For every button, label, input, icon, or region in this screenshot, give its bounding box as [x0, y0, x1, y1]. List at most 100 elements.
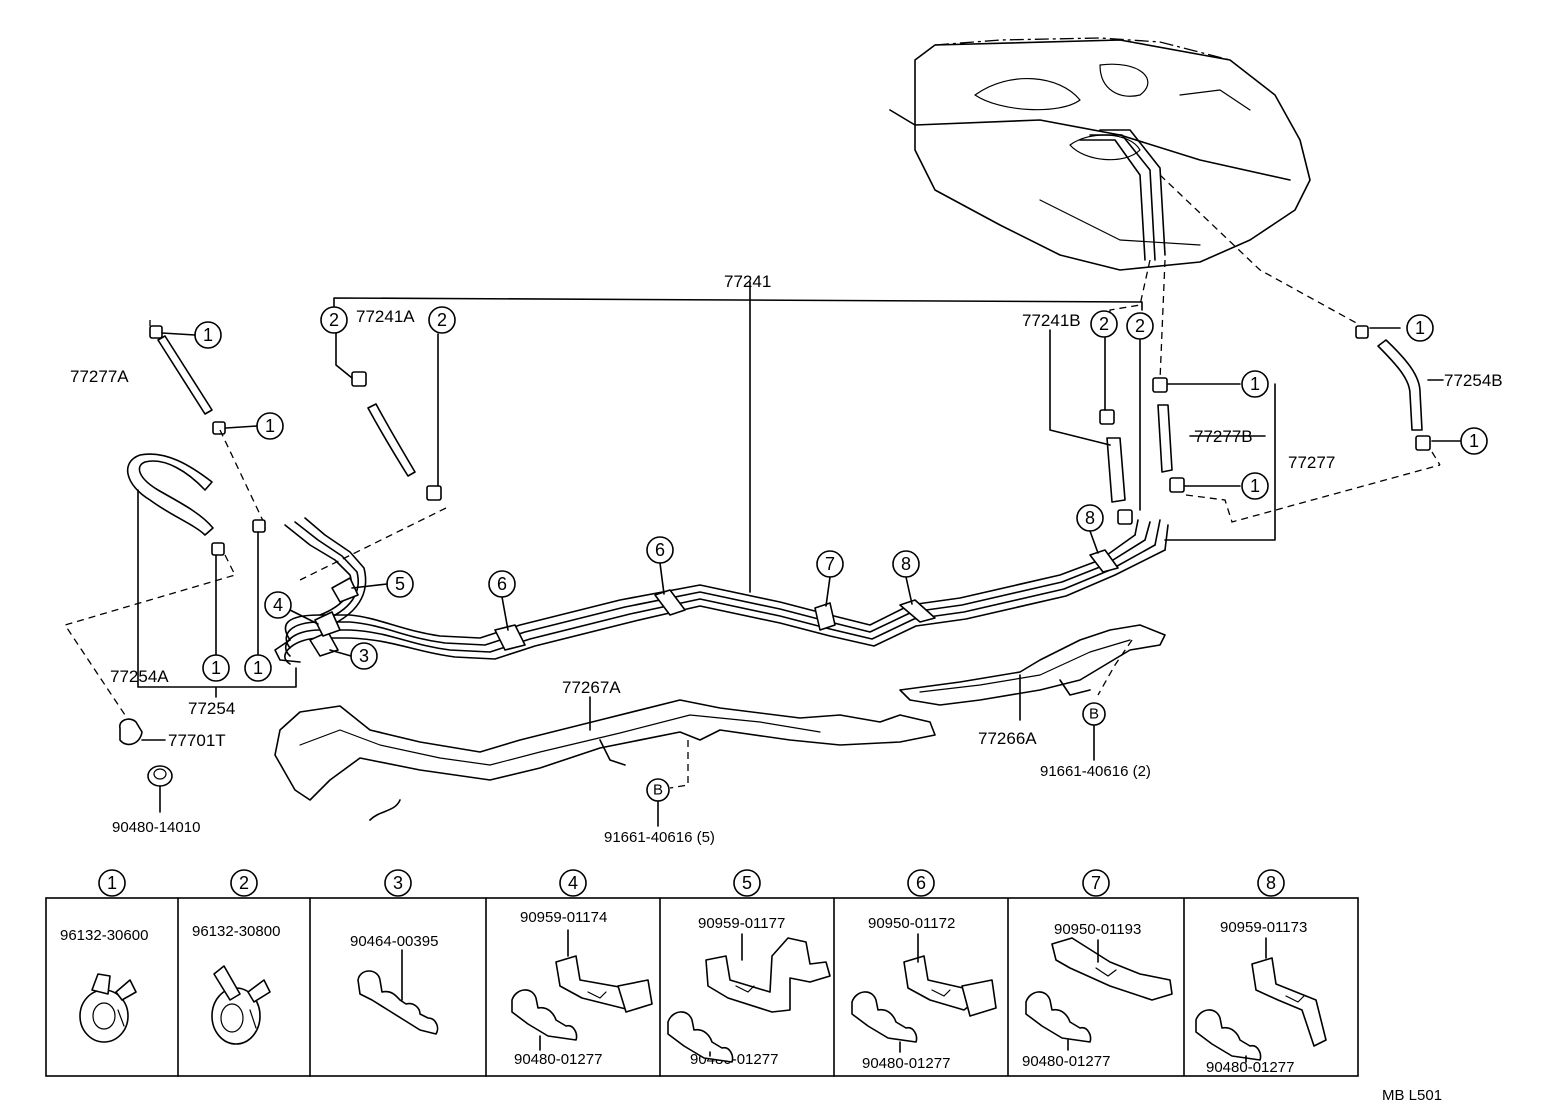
bracket-77267A — [274, 699, 936, 821]
connection-line — [1159, 259, 1166, 381]
svg-text:2: 2 — [1135, 316, 1145, 336]
tank-outlet-pipes — [1079, 129, 1166, 261]
drawing-code: MB L501 — [1382, 1087, 1442, 1104]
hose-77241A — [299, 331, 447, 581]
hose-77254B — [1355, 325, 1461, 466]
legend-part-7a: 90950-01193 — [1054, 921, 1141, 938]
svg-text:8: 8 — [1266, 873, 1276, 893]
legend-part-1: 96132-30600 — [60, 927, 148, 944]
label-77241A: 77241A — [356, 307, 415, 326]
svg-text:7: 7 — [1091, 873, 1101, 893]
leader-77241 — [333, 281, 1143, 593]
legend-part-7b: 90480-01277 — [1022, 1053, 1110, 1070]
callout-b-right: B — [1082, 702, 1106, 726]
callout-1: 1 — [161, 321, 222, 349]
clip-3-drawing — [357, 949, 439, 1035]
callout-8: 8 — [1076, 504, 1104, 554]
callout-6: 6 — [488, 570, 516, 631]
svg-text:1: 1 — [107, 873, 117, 893]
connection-line — [1097, 639, 1133, 696]
legend-num-6: 6 — [907, 869, 935, 897]
callout-7: 7 — [816, 550, 844, 607]
legend-part-4b: 90480-01277 — [514, 1051, 602, 1068]
bracket-77266A — [899, 624, 1166, 706]
clip-8-drawing — [1195, 937, 1327, 1063]
part-77701T — [119, 718, 166, 746]
part-90480-14010 — [147, 765, 173, 813]
label-77277: 77277 — [1288, 453, 1335, 472]
legend-part-3: 90464-00395 — [350, 933, 438, 950]
callout-1: 1 — [1406, 314, 1434, 342]
label-77254: 77254 — [188, 699, 235, 718]
legend-num-5: 5 — [733, 869, 761, 897]
svg-text:3: 3 — [359, 646, 369, 666]
callout-3: 3 — [329, 642, 378, 670]
callout-1: 1 — [1460, 427, 1488, 455]
svg-text:1: 1 — [1415, 318, 1425, 338]
svg-text:1: 1 — [203, 325, 213, 345]
legend-num-4: 4 — [559, 869, 587, 897]
label-bolt-right: 91661-40616 (2) — [1040, 763, 1151, 780]
label-77254B: 77254B — [1444, 371, 1503, 390]
callout-5: 5 — [351, 570, 414, 598]
svg-text:1: 1 — [1250, 476, 1260, 496]
label-77701T: 77701T — [168, 731, 226, 750]
clip-7-drawing — [1025, 937, 1173, 1051]
label-77254A: 77254A — [110, 667, 169, 686]
hose-77277B — [1152, 377, 1441, 541]
callout-1: 1 — [225, 412, 284, 440]
svg-text:2: 2 — [437, 310, 447, 330]
line-clamps — [309, 549, 1119, 657]
clip-6-drawing — [851, 933, 997, 1053]
svg-text:4: 4 — [273, 595, 283, 615]
callout-2: 2 — [1090, 310, 1118, 338]
legend-part-6a: 90950-01172 — [868, 915, 955, 932]
svg-text:1: 1 — [1469, 431, 1479, 451]
label-90480-14010: 90480-14010 — [112, 819, 200, 836]
hose-77254A — [63, 453, 297, 716]
callout-2: 2 — [428, 306, 456, 334]
clip-4-drawing — [511, 929, 653, 1051]
leader-77266A — [1019, 674, 1095, 761]
svg-text:7: 7 — [825, 554, 835, 574]
svg-text:1: 1 — [211, 658, 221, 678]
callout-1: 1 — [202, 654, 230, 682]
callout-1: 1 — [1241, 370, 1269, 398]
hose-77277A — [149, 320, 266, 526]
svg-text:2: 2 — [239, 873, 249, 893]
svg-text:1: 1 — [1250, 374, 1260, 394]
part-labels: 77241 77241A 77241B 77277A 77277B 77277 … — [70, 272, 1503, 1104]
label-77267A: 77267A — [562, 678, 621, 697]
callout-2: 2 — [320, 306, 348, 334]
svg-text:8: 8 — [901, 554, 911, 574]
svg-text:4: 4 — [568, 873, 578, 893]
legend-part-8a: 90959-01173 — [1220, 919, 1307, 936]
label-77241B: 77241B — [1022, 311, 1081, 330]
clip-1-drawing — [79, 973, 137, 1043]
connection-line — [669, 740, 689, 789]
svg-text:1: 1 — [265, 416, 275, 436]
svg-text:1: 1 — [253, 658, 263, 678]
hose-77241B — [1049, 329, 1141, 525]
legend-num-1: 1 — [98, 869, 126, 897]
legend-num-3: 3 — [384, 869, 412, 897]
callout-b-left: B — [646, 778, 670, 827]
callout-1: 1 — [1241, 472, 1269, 500]
svg-text:B: B — [653, 782, 663, 799]
svg-text:5: 5 — [395, 574, 405, 594]
label-77241: 77241 — [724, 272, 771, 291]
legend-part-2: 96132-30800 — [192, 923, 280, 940]
svg-text:B: B — [1089, 706, 1099, 723]
legend-part-5a: 90959-01177 — [698, 915, 785, 932]
callout-2: 2 — [1126, 312, 1154, 340]
legend-part-6b: 90480-01277 — [862, 1055, 950, 1072]
fuel-tank — [889, 37, 1311, 271]
label-bolt-left: 91661-40616 (5) — [604, 829, 715, 846]
svg-text:3: 3 — [393, 873, 403, 893]
legend-num-8: 8 — [1257, 869, 1285, 897]
diagram-callouts: 1 1 1 1 1 1 1 1 2 2 2 2 3 4 5 6 6 7 8 8 — [161, 306, 1488, 682]
legend-part-8b: 90480-01277 — [1206, 1059, 1294, 1076]
legend-part-4a: 90959-01174 — [520, 909, 607, 926]
